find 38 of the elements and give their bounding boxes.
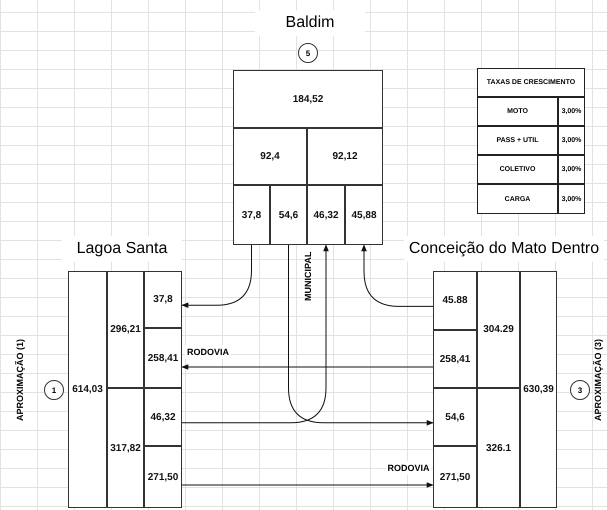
arrow xyxy=(182,482,434,488)
flow-cell: 304.29 xyxy=(477,271,520,388)
approach-number-circle: 1 xyxy=(44,380,64,400)
place-heading: Conceição do Mato Dentro xyxy=(404,236,604,262)
flow-cell: 271,50 xyxy=(144,446,182,508)
flow-cell: 37,8 xyxy=(233,185,270,245)
arrow xyxy=(181,244,252,308)
flow-cell: 46,32 xyxy=(307,185,345,245)
flow-cell: 258,41 xyxy=(144,328,182,388)
flow-cell: 258,41 xyxy=(433,330,477,388)
flow-cell: 317,82 xyxy=(107,388,144,508)
arrow xyxy=(181,364,434,370)
road-label: RODOVIA xyxy=(386,461,431,475)
flow-cell: 614,03 xyxy=(68,271,107,508)
flow-cell: 326.1 xyxy=(477,388,520,508)
road-label: RODOVIA xyxy=(185,345,231,359)
flow-cell: 92,12 xyxy=(307,128,383,185)
flow-cell: 296,21 xyxy=(107,271,144,388)
flow-cell: 54,6 xyxy=(433,388,477,446)
flow-cell: 630,39 xyxy=(520,271,557,508)
arrow xyxy=(182,244,329,424)
arrow xyxy=(361,244,434,307)
flow-cell: 92,4 xyxy=(233,128,307,185)
flow-cell: 54,6 xyxy=(270,185,307,245)
approach-label: APROXIMAÇÃO (1) xyxy=(14,338,26,424)
approach-number-circle: 3 xyxy=(570,380,590,400)
arrow xyxy=(288,244,434,426)
flow-cell: 271,50 xyxy=(433,446,477,508)
approach-number-circle: 5 xyxy=(298,43,318,63)
flow-cell: 46,32 xyxy=(144,388,182,446)
place-heading: Baldim xyxy=(255,10,365,36)
place-heading: Lagoa Santa xyxy=(62,236,182,262)
road-label: MUNICIPAL xyxy=(302,250,314,303)
flow-cell: 37,8 xyxy=(144,271,182,328)
approach-label: APROXIMAÇÃO (3) xyxy=(592,338,604,424)
flow-cell: 184,52 xyxy=(233,70,383,128)
flow-cell: 45,88 xyxy=(345,185,383,245)
flow-cell: 45.88 xyxy=(433,271,477,330)
